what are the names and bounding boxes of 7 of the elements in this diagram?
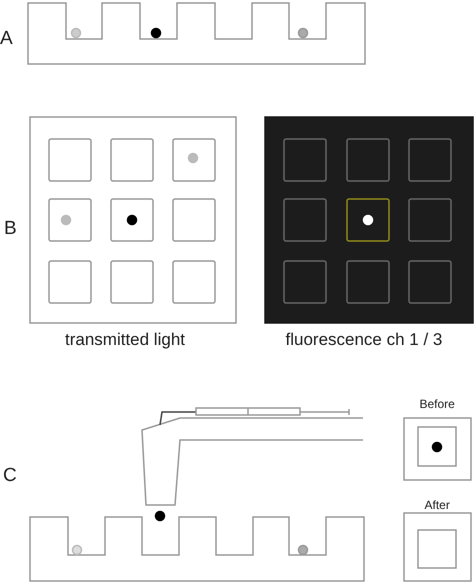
image-caption: transmitted light bbox=[65, 331, 185, 348]
image-caption: fluorescence ch 1 / 3 bbox=[286, 331, 442, 348]
state-label: After bbox=[424, 499, 450, 511]
panel-label: A bbox=[0, 29, 13, 48]
panel-label: B bbox=[4, 219, 17, 238]
state-label: Before bbox=[420, 398, 455, 410]
panel-label: C bbox=[3, 466, 17, 485]
